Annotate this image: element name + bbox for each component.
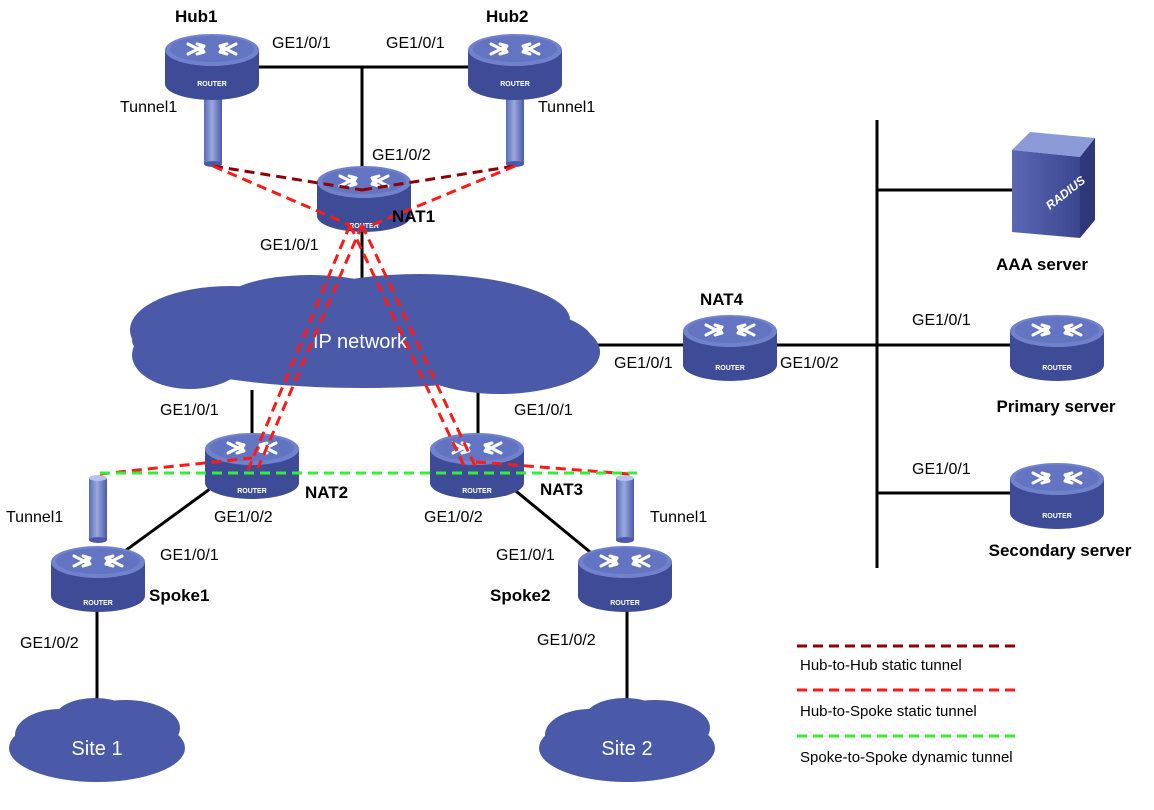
- router-nat3[interactable]: ROUTER: [428, 431, 526, 501]
- spoke2-ge101-label: GE1/0/1: [496, 547, 555, 564]
- ip-network-label: IP network: [313, 331, 408, 353]
- tunnel-hub-spoke1-a: [246, 224, 352, 471]
- tunnel-tube-hub2: [506, 93, 524, 167]
- legend: Hub-to-Hub static tunnel Hub-to-Spoke st…: [797, 644, 1020, 766]
- ip-network-cloud: [130, 274, 600, 394]
- spoke2-name: Spoke2: [490, 586, 550, 605]
- nat2-ge101-label: GE1/0/1: [160, 402, 219, 419]
- nat3-ge101-label: GE1/0/1: [514, 402, 573, 419]
- legend-hub-spoke-label: Hub-to-Spoke static tunnel: [800, 703, 977, 720]
- svg-text:ROUTER: ROUTER: [1042, 513, 1072, 520]
- tunnel-hub2-nat1: [371, 164, 516, 227]
- svg-text:ROUTER: ROUTER: [237, 488, 267, 495]
- tunnels: [99, 164, 637, 476]
- secondary-ge101-label: GE1/0/1: [912, 461, 971, 478]
- router-secondary-server[interactable]: ROUTER: [1008, 461, 1106, 531]
- hub2-ge101-label: GE1/0/1: [386, 35, 445, 52]
- site2-label: Site 2: [601, 738, 652, 760]
- site2-cloud: [539, 698, 715, 782]
- svg-text:ROUTER: ROUTER: [610, 600, 640, 607]
- tunnel-tube-spoke2: [616, 475, 634, 543]
- spoke2-ge102-label: GE1/0/2: [537, 632, 596, 649]
- link-nat2-spoke1: [117, 476, 226, 558]
- hub2-name: Hub2: [486, 7, 529, 26]
- primary-server-name: Primary server: [996, 397, 1115, 416]
- router-hub2[interactable]: ROUTER: [466, 32, 564, 102]
- tunnel-hub-hub-right: [361, 164, 516, 192]
- tunnel-hub-spoke1-b: [256, 224, 364, 469]
- primary-ge101-label: GE1/0/1: [912, 312, 971, 329]
- spoke2-tunnel-label: Tunnel1: [650, 509, 707, 526]
- site1-cloud: [9, 698, 185, 782]
- hub1-name: Hub1: [175, 7, 218, 26]
- router-spoke1[interactable]: ROUTER: [49, 544, 147, 614]
- tunnel-tube-spoke1: [89, 475, 107, 543]
- nat1-ge101-label: GE1/0/1: [260, 237, 319, 254]
- router-nat2[interactable]: ROUTER: [203, 431, 301, 501]
- tunnel-hub1-nat1: [212, 164, 351, 227]
- router-spoke2[interactable]: ROUTER: [576, 544, 674, 614]
- router-primary-server[interactable]: ROUTER: [1008, 313, 1106, 383]
- nat3-name: NAT3: [540, 480, 583, 499]
- nat4-ge102-label: GE1/0/2: [780, 355, 839, 372]
- aaa-server-name: AAA server: [996, 255, 1088, 274]
- tunnel-hub-spoke2-a: [348, 224, 468, 471]
- tunnel-hub-spoke2-b: [360, 224, 478, 469]
- legend-spoke-spoke-label: Spoke-to-Spoke dynamic tunnel: [800, 749, 1013, 766]
- svg-text:ROUTER: ROUTER: [197, 81, 227, 88]
- router-nat4[interactable]: ROUTER: [681, 313, 779, 383]
- svg-text:ROUTER: ROUTER: [1042, 365, 1072, 372]
- svg-text:ROUTER: ROUTER: [83, 600, 113, 607]
- nat4-name: NAT4: [700, 290, 744, 309]
- nat3-ge102-label: GE1/0/2: [424, 509, 483, 526]
- wires: [95, 65, 1015, 700]
- nat1-name: NAT1: [392, 207, 435, 226]
- router-hub1[interactable]: ROUTER: [163, 32, 261, 102]
- nat1-ge102-label: GE1/0/2: [372, 147, 431, 164]
- hub1-ge101-label: GE1/0/1: [272, 35, 331, 52]
- tunnel-tube-hub1: [204, 93, 222, 167]
- site1-label: Site 1: [71, 738, 122, 760]
- spoke1-tunnel-label: Tunnel1: [6, 509, 63, 526]
- spoke1-name: Spoke1: [149, 586, 209, 605]
- tunnel-spoke1-nat2: [99, 456, 253, 476]
- svg-text:ROUTER: ROUTER: [462, 488, 492, 495]
- tunnel-hub-hub-left: [212, 164, 363, 192]
- spoke1-ge102-label: GE1/0/2: [20, 635, 79, 652]
- secondary-server-name: Secondary server: [989, 541, 1132, 560]
- hub1-tunnel-label: Tunnel1: [120, 99, 177, 116]
- nat2-name: NAT2: [305, 483, 348, 502]
- nat2-ge102-label: GE1/0/2: [214, 509, 273, 526]
- hub2-tunnel-label: Tunnel1: [538, 99, 595, 116]
- svg-text:ROUTER: ROUTER: [500, 81, 530, 88]
- legend-hub-hub-label: Hub-to-Hub static tunnel: [800, 657, 962, 674]
- svg-text:ROUTER: ROUTER: [715, 365, 745, 372]
- nat4-ge101-label: GE1/0/1: [614, 355, 673, 372]
- radius-server-icon[interactable]: RADIUS: [1012, 132, 1095, 238]
- spoke1-ge101-label: GE1/0/1: [160, 547, 219, 564]
